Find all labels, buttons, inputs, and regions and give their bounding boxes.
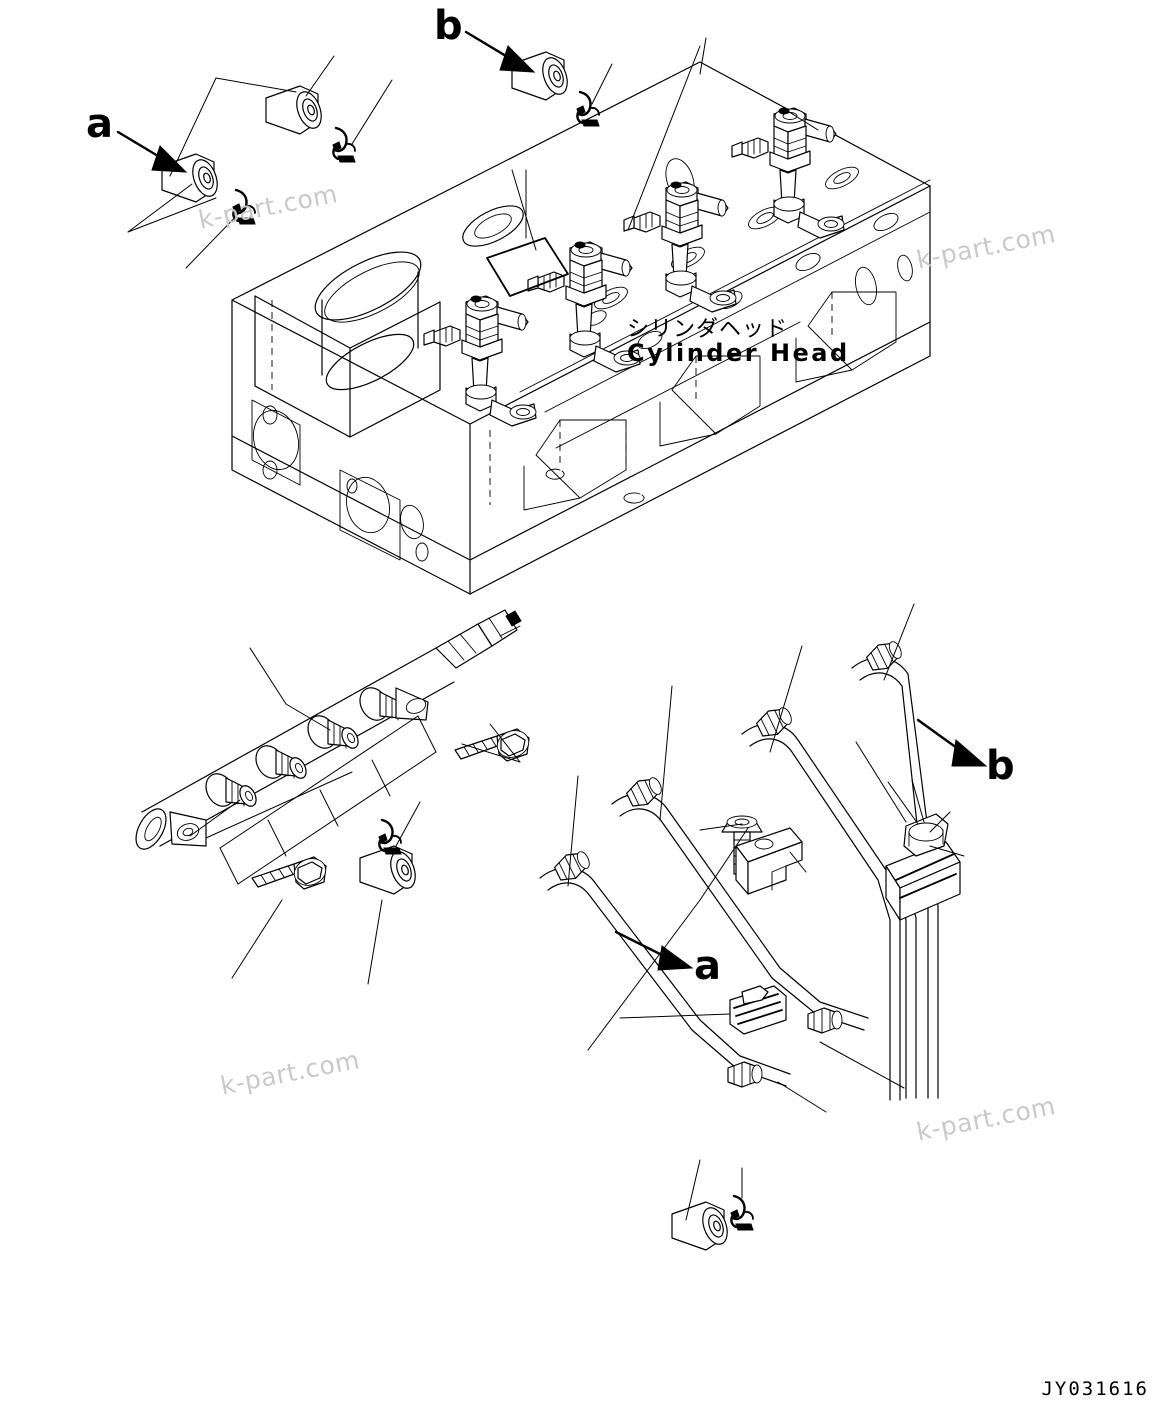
cylinder-head-label-jp: シリンダヘッド	[627, 317, 789, 342]
fuel-sleeve-2	[265, 85, 327, 135]
callout-arrow-a-upper	[116, 130, 188, 173]
injector-seal-plate	[486, 237, 569, 297]
injection-pipe-3	[741, 702, 901, 1101]
cylinder-head-label: シリンダヘッド Cylinder Head	[627, 318, 850, 366]
rail-mounting-bolt-2	[454, 725, 534, 763]
rubber-pipe-clip	[729, 985, 787, 1035]
retaining-clip-bottom	[729, 1194, 755, 1232]
cylinder-head-label-en: Cylinder Head	[627, 339, 850, 368]
callout-a-lower: a	[694, 943, 721, 989]
callout-arrow-b-lower	[916, 718, 988, 767]
retaining-clip-a	[231, 188, 257, 226]
retaining-clip-2	[331, 126, 357, 164]
callout-arrow-b-upper	[464, 30, 536, 73]
pipe-bracket	[735, 827, 803, 895]
injector-4	[731, 107, 845, 239]
injection-pipe-2	[611, 772, 869, 1034]
pipe-clamp-block	[885, 813, 961, 921]
injector-group	[423, 107, 845, 427]
injection-pipe-1	[539, 846, 791, 1088]
injector-1	[423, 295, 537, 427]
leader-lines-upper	[127, 37, 819, 269]
exploded-reference-box	[219, 715, 437, 885]
retaining-clip-rail	[377, 818, 403, 856]
drawing-number: JY031616	[1041, 1378, 1149, 1400]
upper-assembly-cylinder-head	[116, 30, 931, 595]
callout-a-upper: a	[86, 101, 113, 147]
injector-3	[623, 181, 737, 313]
injector-2	[527, 241, 641, 373]
rail-mounting-bolt-1	[251, 853, 331, 891]
lower-assembly-common-rail	[135, 603, 988, 1251]
callout-b-lower: b	[986, 743, 1015, 789]
rail-outlet-ports	[169, 687, 429, 847]
common-rail	[135, 609, 522, 850]
loose-sleeve-group	[161, 51, 601, 226]
leader-lines-lower	[189, 603, 965, 1221]
fuel-sleeve-bottom	[671, 1201, 733, 1251]
callout-b-upper: b	[434, 3, 463, 49]
callout-arrow-a-lower	[614, 930, 694, 971]
